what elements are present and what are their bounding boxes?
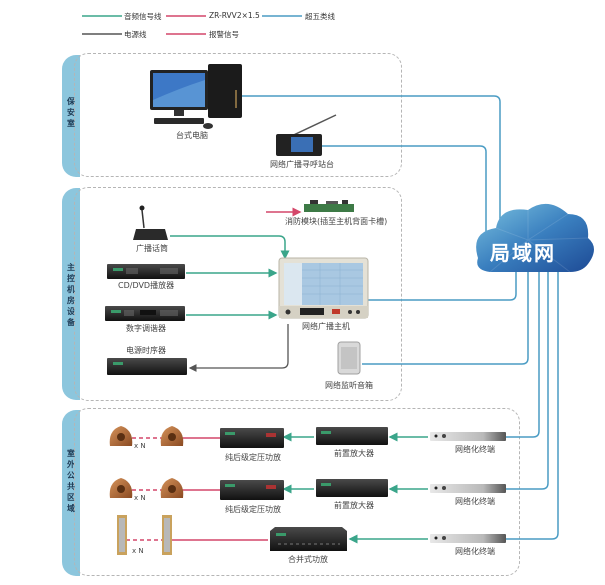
column-speaker-3a	[117, 515, 127, 555]
broadcast-mic-label: 广播话筒	[136, 244, 168, 253]
desktop-pc-image	[150, 64, 242, 129]
terminal-1-image	[430, 432, 506, 441]
terminal-1-label: 网络化终端	[455, 445, 495, 454]
legend-power-label: 电源线	[124, 30, 147, 39]
monitor-speaker-label: 网络监听音箱	[325, 381, 373, 390]
terminal-2-label: 网络化终端	[455, 497, 495, 506]
section-label-security-room: 保安室	[67, 97, 75, 128]
rock-speaker-2a	[109, 478, 133, 498]
cat5-line-terminal-1	[506, 268, 540, 438]
post-amp-2-image	[220, 480, 284, 500]
power-sequencer-image	[107, 358, 187, 375]
legend-cat5-label: 超五类线	[305, 12, 335, 21]
terminal-2-image	[430, 484, 506, 493]
digital-tuner-label: 数字调谐器	[126, 324, 166, 333]
cat5-line-terminal-3	[506, 268, 559, 540]
preamp-2-image	[316, 479, 388, 497]
preamp-1-label: 前置放大器	[334, 449, 374, 458]
section-tab-outdoor-area	[62, 410, 80, 576]
legend-lines	[82, 15, 302, 35]
zone-security-room	[74, 53, 402, 177]
multiplier-row-2: x N	[134, 494, 146, 502]
zone-outdoor-area	[74, 408, 520, 576]
rock-speaker-2b	[160, 478, 184, 498]
terminal-3-image	[430, 534, 506, 543]
section-tab-security-room	[62, 55, 80, 177]
section-label-outdoor-area: 室外公共区域	[67, 449, 75, 513]
broadcast-mic-image	[133, 205, 168, 240]
cat5-line-host	[368, 268, 517, 301]
integrated-amp-label: 合并式功放	[288, 555, 328, 564]
zone-control-room	[74, 187, 402, 401]
audio-line-mic	[170, 235, 290, 260]
legend-audio-label: 音频信号线	[124, 12, 162, 21]
preamp-2-label: 前置放大器	[334, 501, 374, 510]
broadcast-host-image	[278, 257, 369, 319]
monitor-speaker-image	[337, 341, 361, 375]
paging-station-image	[276, 114, 337, 156]
fire-module-label: 消防模块(插至主机背面卡槽)	[285, 217, 388, 226]
column-speaker-3b	[162, 515, 172, 555]
terminal-3-label: 网络化终端	[455, 547, 495, 556]
power-sequencer-label: 电源时序器	[126, 346, 166, 355]
rock-speaker-1b	[160, 426, 184, 446]
broadcast-host-label: 网络广播主机	[302, 322, 350, 331]
rock-speaker-1a	[109, 426, 133, 446]
paging-station-label: 网络广播寻呼站台	[270, 160, 334, 169]
post-amp-1-label: 纯后级定压功放	[225, 453, 281, 462]
cat5-line-terminal-2	[506, 268, 549, 490]
section-tab-control-room	[62, 188, 80, 400]
cat5-line-pc	[242, 95, 501, 240]
section-label-control-room: 主控机房设备	[67, 263, 75, 327]
fire-module-image	[304, 200, 354, 212]
multiplier-row-3: x N	[132, 547, 144, 555]
integrated-amp-image	[270, 527, 347, 551]
digital-tuner-image	[105, 306, 185, 321]
post-amp-2-label: 纯后级定压功放	[225, 505, 281, 514]
cd-dvd-player-image	[107, 264, 185, 279]
legend-rvv-label: ZR-RVV2×1.5	[209, 11, 260, 20]
lan-label: 局域网	[490, 241, 556, 265]
power-line-sequencer	[188, 324, 289, 372]
cat5-line-paging	[322, 145, 487, 240]
desktop-pc-label: 台式电脑	[176, 131, 208, 140]
legend-alarm-label: 报警信号	[209, 30, 239, 39]
preamp-1-image	[316, 427, 388, 445]
post-amp-1-image	[220, 428, 284, 448]
cat5-line-monitor	[362, 268, 529, 365]
lan-cloud	[476, 203, 594, 273]
cd-dvd-player-label: CD/DVD播放器	[118, 281, 175, 290]
multiplier-row-1: x N	[134, 442, 146, 450]
